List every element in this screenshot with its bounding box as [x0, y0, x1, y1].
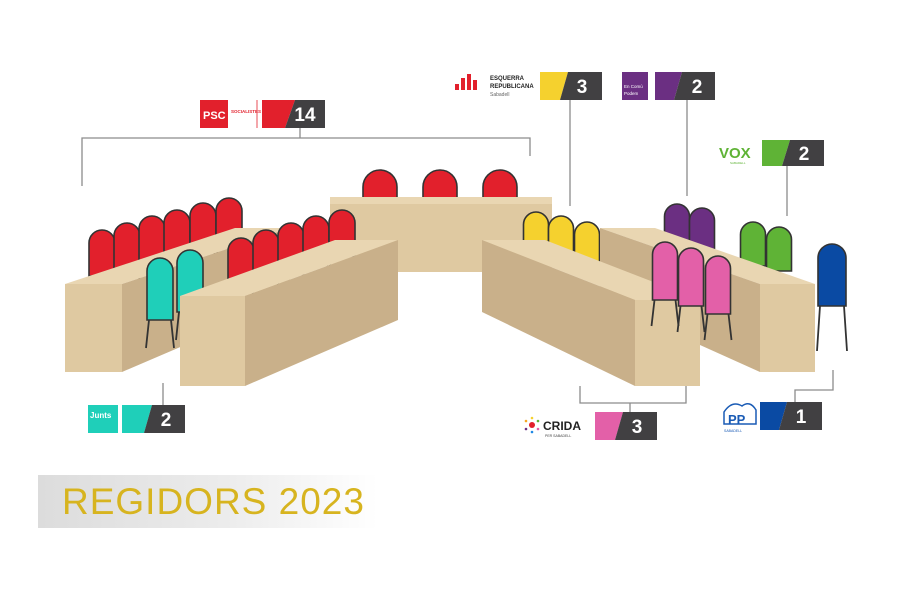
pp-logo-text: PP [728, 412, 746, 427]
crida-logo-icon [524, 416, 540, 434]
pp-logo-icon [723, 403, 757, 425]
junts-logo-text: Junts [90, 411, 112, 420]
legend-vox: VOX SABADELL 2 [719, 140, 824, 166]
erc-seat [573, 221, 601, 263]
desk-left-inner [180, 240, 398, 386]
comuns-logo-text: En Comú [624, 84, 643, 89]
erc-logo-sub: Sabadell [490, 92, 509, 98]
title-band [38, 475, 378, 528]
erc-logo-text: ESQUERRA [490, 76, 525, 82]
pp-seat [816, 243, 848, 352]
psc-logo-text: PSC [203, 110, 226, 122]
junts-seat [145, 257, 175, 349]
pp-connector [794, 370, 834, 402]
legend-crida: CRIDA PER SABADELL 3 [524, 412, 657, 440]
psc-seat [482, 169, 518, 203]
pp-logo-sub: SABADELL [724, 429, 742, 433]
psc-seat-count: 14 [294, 105, 316, 126]
overlay-chairs [650, 241, 848, 352]
crida-logo-sub: PER SABADELL [545, 434, 571, 438]
page-title: REGIDORS 2023 [62, 481, 365, 522]
junts-seat-count: 2 [161, 410, 172, 431]
crida-seat [676, 247, 706, 333]
vox-seat-count: 2 [799, 144, 810, 165]
comuns-logo-sub: Podem [624, 91, 639, 96]
legend-comuns: En Comú Podem 2 [622, 72, 715, 100]
erc-logo-text2: REPUBLICANA [490, 84, 534, 90]
erc-logo-icon [455, 74, 477, 90]
psc-seat [362, 169, 398, 203]
crida-bracket [579, 386, 687, 404]
crida-seat [650, 241, 680, 327]
psc-logo [200, 100, 228, 128]
erc-seat-count: 3 [577, 77, 588, 98]
comuns-seat [688, 207, 716, 253]
legend-erc: ESQUERRA REPUBLICANA Sabadell 3 [455, 72, 602, 100]
vox-seat [739, 221, 767, 267]
legend-pp: PP SABADELL 1 [723, 402, 822, 433]
crida-seat [703, 255, 733, 341]
desk-right-inner [482, 240, 700, 386]
psc-bracket [81, 137, 531, 186]
crida-logo-text: CRIDA [543, 419, 581, 433]
vox-logo-sub: SABADELL [730, 161, 746, 165]
vox-logo-text: VOX [719, 145, 751, 162]
vox-seat [765, 226, 793, 272]
comuns-logo [622, 72, 648, 100]
connector-lines [81, 100, 834, 412]
comuns-seat-count: 2 [692, 77, 703, 98]
back-chairs [362, 169, 518, 203]
crida-seat-count: 3 [632, 417, 643, 438]
junts-logo [88, 405, 118, 433]
psc-logo-sub: SOCIALISTES [231, 109, 261, 114]
psc-seat [422, 169, 458, 203]
legend-psc: PSC SOCIALISTES 14 [200, 100, 325, 128]
legend-junts: Junts 2 [88, 405, 185, 433]
pp-seat-count: 1 [796, 407, 807, 428]
